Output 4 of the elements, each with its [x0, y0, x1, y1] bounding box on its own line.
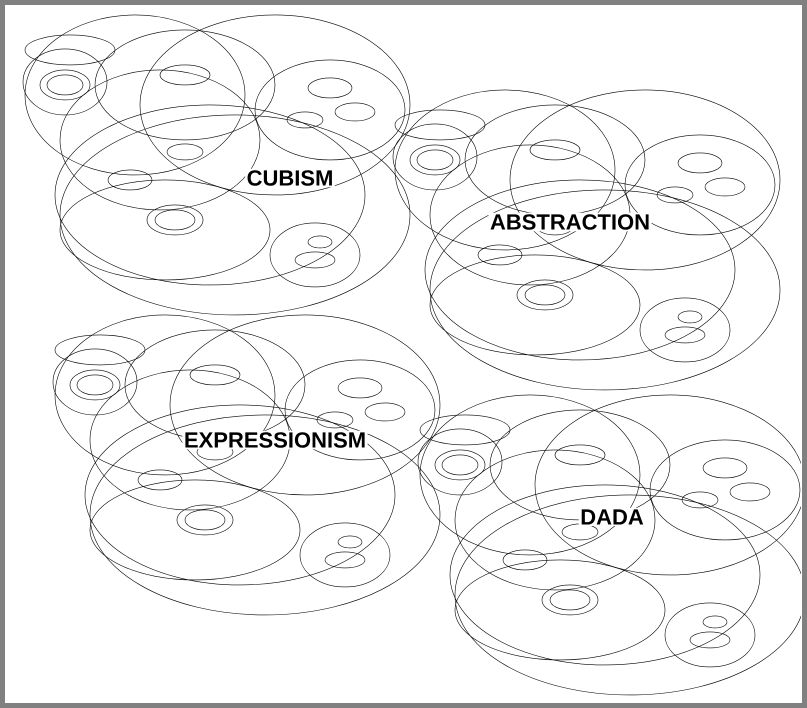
- cluster-label: CUBISM: [245, 168, 335, 188]
- cluster-label: DADA: [578, 508, 646, 526]
- cluster-label: ABSTRACTION: [488, 212, 652, 232]
- cluster-label: EXPRESSIONISM: [182, 430, 368, 450]
